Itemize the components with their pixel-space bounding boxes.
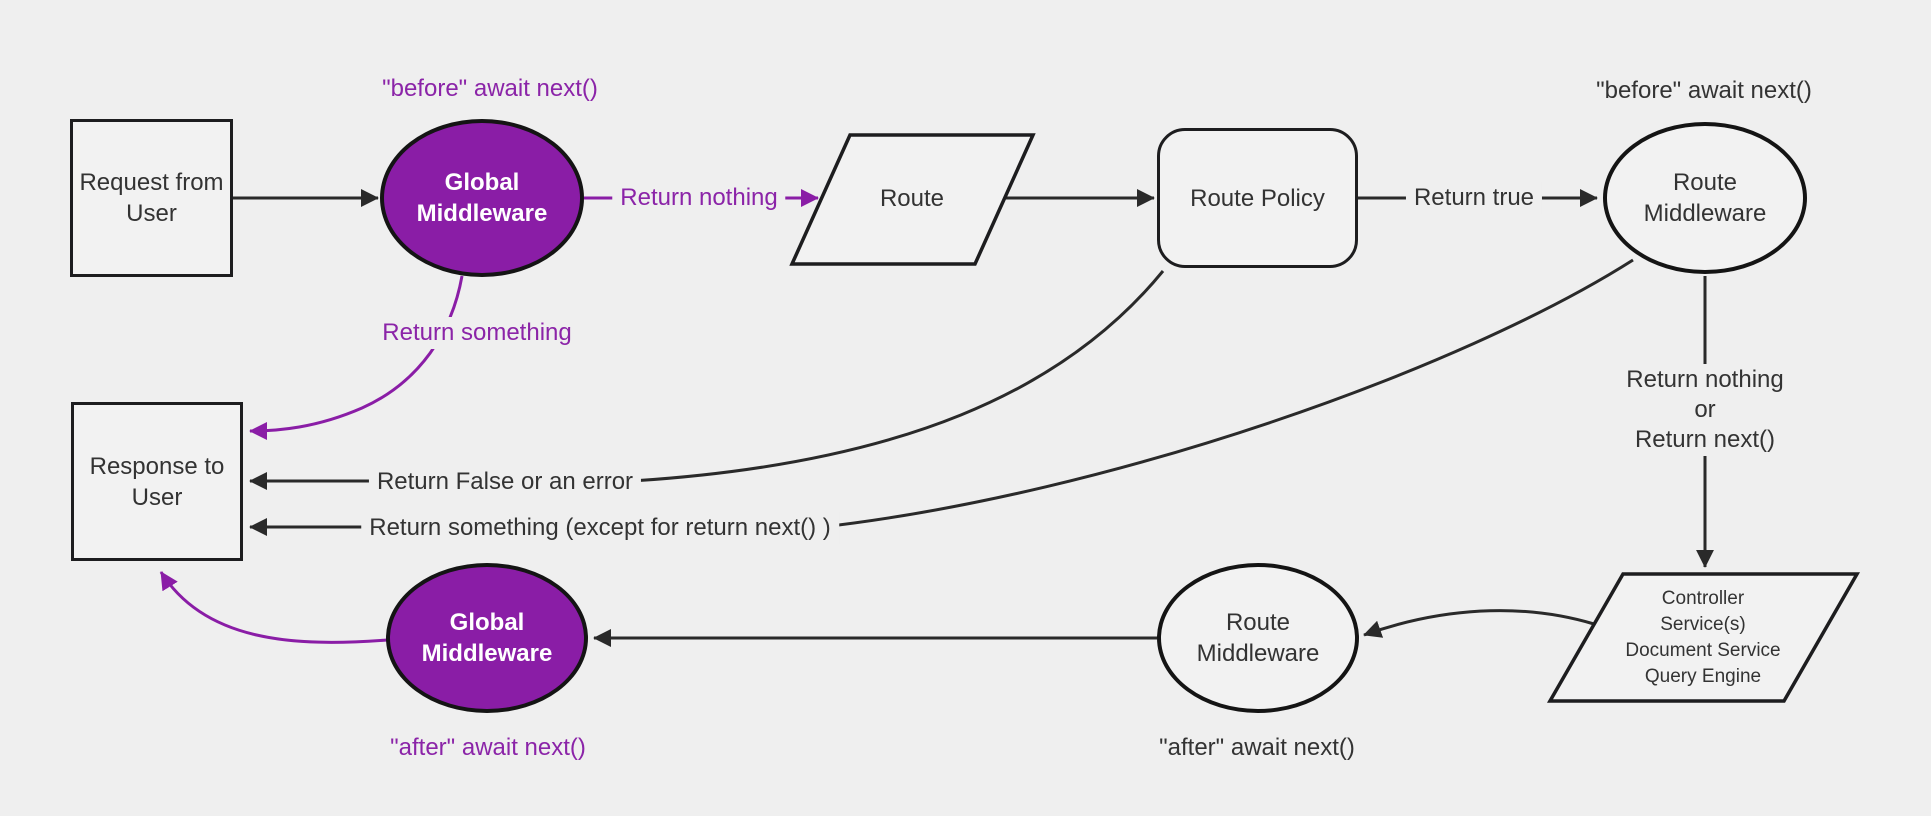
response-label: Response to User	[89, 452, 225, 511]
node-route-middleware-top: Route Middleware	[1603, 122, 1807, 274]
node-route-policy: Route Policy	[1157, 128, 1358, 268]
node-route-shape	[789, 133, 1036, 266]
edge-route-policy-return-false-to-response	[249, 270, 1165, 490]
label-after-await-next-left: "after" await next()	[390, 734, 586, 761]
controller-line-3: Document Service	[1625, 640, 1781, 661]
controller-line-2: Service(s)	[1660, 614, 1746, 635]
route-label: Route	[879, 185, 945, 212]
return-nothing-or-line-3: Return next()	[1634, 426, 1776, 453]
node-response-to-user: Response to User	[71, 402, 243, 561]
node-route-middleware-bottom: Route Middleware	[1157, 563, 1359, 713]
node-request-from-user: Request from User	[70, 119, 233, 277]
label-after-await-next-right: "after" await next()	[1159, 734, 1355, 761]
edge-global-middleware-return-something-to-response	[249, 275, 464, 440]
route-middleware-top-label: Route Middleware	[1643, 169, 1767, 227]
node-global-middleware-top: Global Middleware	[380, 119, 584, 277]
global-middleware-top-label: Global Middleware	[416, 169, 548, 227]
node-controller-shape	[1546, 572, 1861, 703]
label-before-await-next-top: "before" await next()	[382, 75, 598, 102]
request-label: Request from User	[79, 169, 224, 227]
label-before-await-next-right: "before" await next()	[1596, 77, 1812, 104]
edge-controller-to-route-middleware-bottom	[1363, 609, 1595, 638]
label-return-true: Return true	[1405, 182, 1543, 214]
route-policy-label: Route Policy	[1190, 184, 1325, 212]
node-global-middleware-bottom: Global Middleware	[386, 563, 588, 713]
global-middleware-bottom-label: Global Middleware	[421, 609, 553, 667]
label-return-nothing: Return nothing	[612, 182, 786, 214]
label-return-nothing-or-return-next: Return nothing or Return next()	[1618, 364, 1792, 456]
label-return-false-or-error: Return False or an error	[368, 466, 642, 498]
edge-global-middleware-bottom-to-response	[159, 571, 388, 644]
label-return-something-except: Return something (except for return next…	[361, 512, 839, 544]
controller-line-1: Controller	[1661, 588, 1745, 609]
return-nothing-or-line-2: or	[1694, 396, 1716, 423]
return-nothing-or-line-1: Return nothing	[1626, 366, 1784, 393]
label-return-something: Return something	[374, 317, 580, 349]
edge-route-middleware-return-something-to-response	[249, 258, 1634, 536]
route-middleware-bottom-label: Route Middleware	[1196, 609, 1320, 667]
controller-label: Controller Service(s) Document Service Q…	[1625, 586, 1780, 690]
controller-line-4: Query Engine	[1644, 666, 1762, 687]
